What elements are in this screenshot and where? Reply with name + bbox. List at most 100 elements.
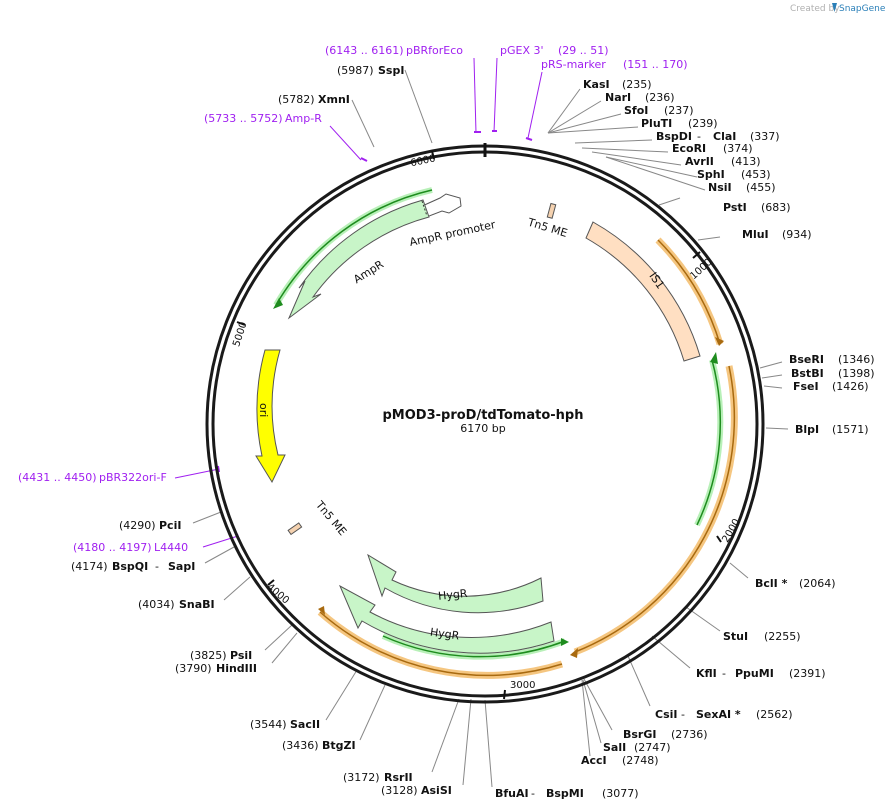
site-pos: (374) (723, 142, 753, 155)
primer-name-pgex3[interactable]: pGEX 3' (500, 44, 544, 57)
site-name[interactable]: SfoI (624, 104, 648, 117)
site-name[interactable]: AccI (581, 754, 607, 767)
site-name[interactable]: AvrII (685, 155, 714, 168)
tick-label-6000: 6000 (409, 153, 436, 169)
site-name[interactable]: AsiSI (421, 784, 452, 797)
site-name[interactable]: KasI (583, 78, 610, 91)
ampr-divider (421, 200, 428, 217)
hygr-outer-feature[interactable] (338, 584, 555, 654)
site-name[interactable]: BspQI (112, 560, 148, 573)
site-separator: - (155, 560, 159, 573)
primer-name-pbr322ori-f[interactable]: pBR322ori-F (99, 471, 167, 484)
site-name[interactable]: SphI (697, 168, 725, 181)
primer-range-l4440[interactable]: (4180 .. 4197) (73, 541, 152, 554)
site-pos: (3077) (602, 787, 639, 800)
primer-range-amp-r[interactable]: (5733 .. 5752) (204, 112, 283, 125)
site-pos: (5987) (337, 64, 374, 77)
site-name[interactable]: StuI (723, 630, 748, 643)
site-name[interactable]: MluI (742, 228, 769, 241)
ori-feature[interactable] (255, 349, 286, 484)
hygr-outer-label: HygR (429, 626, 460, 643)
site-pos: (413) (731, 155, 761, 168)
site-pos: (3436) (282, 739, 319, 752)
primer-range-prs-marker[interactable]: (151 .. 170) (623, 58, 688, 71)
ori-label: ori (257, 403, 270, 417)
site-name[interactable]: SspI (378, 64, 404, 77)
site-name[interactable]: PciI (159, 519, 181, 532)
site-pos: (2255) (764, 630, 801, 643)
tick-marks (236, 150, 722, 700)
site-pos: (455) (746, 181, 776, 194)
site-name[interactable]: HindIII (216, 662, 257, 675)
site-name[interactable]: PstI (723, 201, 747, 214)
site-name[interactable]: SnaBI (179, 598, 215, 611)
site-separator: - (722, 667, 726, 680)
site-name[interactable]: EcoRI (672, 142, 706, 155)
watermark-created-by: Created by (790, 4, 840, 14)
hygr-inner-feature[interactable] (367, 553, 544, 614)
site-name[interactable]: CsiI (655, 708, 677, 721)
site-name-2[interactable]: BspMI (546, 787, 584, 800)
site-name[interactable]: BlpI (795, 423, 819, 436)
site-pos: (3172) (343, 771, 380, 784)
site-pos: (237) (664, 104, 694, 117)
primer-range-pbr322ori-f[interactable]: (4431 .. 4450) (18, 471, 97, 484)
tn5-me-top-feature[interactable] (546, 202, 557, 219)
site-pos: (3128) (381, 784, 418, 797)
site-pos: (3544) (250, 718, 287, 731)
ampr-promoter-feature[interactable] (419, 193, 462, 219)
site-pos: (235) (622, 78, 652, 91)
tick-label-5000: 5000 (231, 321, 249, 349)
site-pos: (1398) (838, 367, 875, 380)
site-pos: (2736) (671, 728, 708, 741)
plasmid-length: 6170 bp (460, 422, 505, 435)
primer-lines (174, 57, 543, 548)
primer-name-pbrforeco[interactable]: pBRforEco (406, 44, 463, 57)
primer-name-l4440[interactable]: L4440 (154, 541, 188, 554)
tn5-me-bottom-feature[interactable] (287, 522, 303, 536)
ampr-feature[interactable] (287, 199, 430, 320)
site-name[interactable]: BfuAI (495, 787, 529, 800)
site-name-2[interactable]: SexAI * (696, 708, 741, 721)
site-name[interactable]: SalI (603, 741, 626, 754)
site-name[interactable]: FseI (793, 380, 819, 393)
site-pos: (4034) (138, 598, 175, 611)
tn5-me-bottom-label: Tn5 ME (312, 498, 349, 538)
site-name[interactable]: NarI (605, 91, 631, 104)
site-name[interactable]: BsrGI (623, 728, 656, 741)
site-name[interactable]: RsrII (384, 771, 413, 784)
site-name[interactable]: BtgZI (322, 739, 356, 752)
site-name-2[interactable]: SapI (168, 560, 195, 573)
site-name[interactable]: XmnI (318, 93, 350, 106)
site-name-2[interactable]: ClaI (713, 130, 736, 143)
primer-name-prs-marker[interactable]: pRS-marker (541, 58, 606, 71)
site-name[interactable]: BseRI (789, 353, 824, 366)
site-pos: (683) (761, 201, 791, 214)
primer-range-pbrforeco[interactable]: (6143 .. 6161) (325, 44, 404, 57)
orf-arcs (273, 187, 738, 679)
site-pos: (1426) (832, 380, 869, 393)
site-pos: (2747) (634, 741, 671, 754)
primer-range-pgex3[interactable]: (29 .. 51) (558, 44, 609, 57)
site-name[interactable]: SacII (290, 718, 320, 731)
is1-feature[interactable] (585, 221, 701, 362)
site-name[interactable]: NsiI (708, 181, 732, 194)
site-pos: (1571) (832, 423, 869, 436)
tn5-me-top-label: Tn5 ME (525, 215, 569, 240)
site-name[interactable]: PsiI (230, 649, 252, 662)
site-pos: (236) (645, 91, 675, 104)
snapgene-logo-icon (832, 3, 837, 12)
site-name[interactable]: KflI (696, 667, 717, 680)
site-name[interactable]: BspDI (656, 130, 692, 143)
primer-name-amp-r[interactable]: Amp-R (285, 112, 322, 125)
site-name-2[interactable]: PpuMI (735, 667, 774, 680)
site-name[interactable]: BclI * (755, 577, 788, 590)
site-pos: (453) (741, 168, 771, 181)
orf-arrowheads (273, 298, 724, 658)
ampr-label: AmpR (351, 258, 386, 287)
site-name[interactable]: BstBI (791, 367, 824, 380)
site-separator: - (531, 787, 535, 800)
plasmid-name: pMOD3-proD/tdTomato-hph (383, 408, 584, 423)
site-name[interactable]: PluTI (641, 117, 672, 130)
